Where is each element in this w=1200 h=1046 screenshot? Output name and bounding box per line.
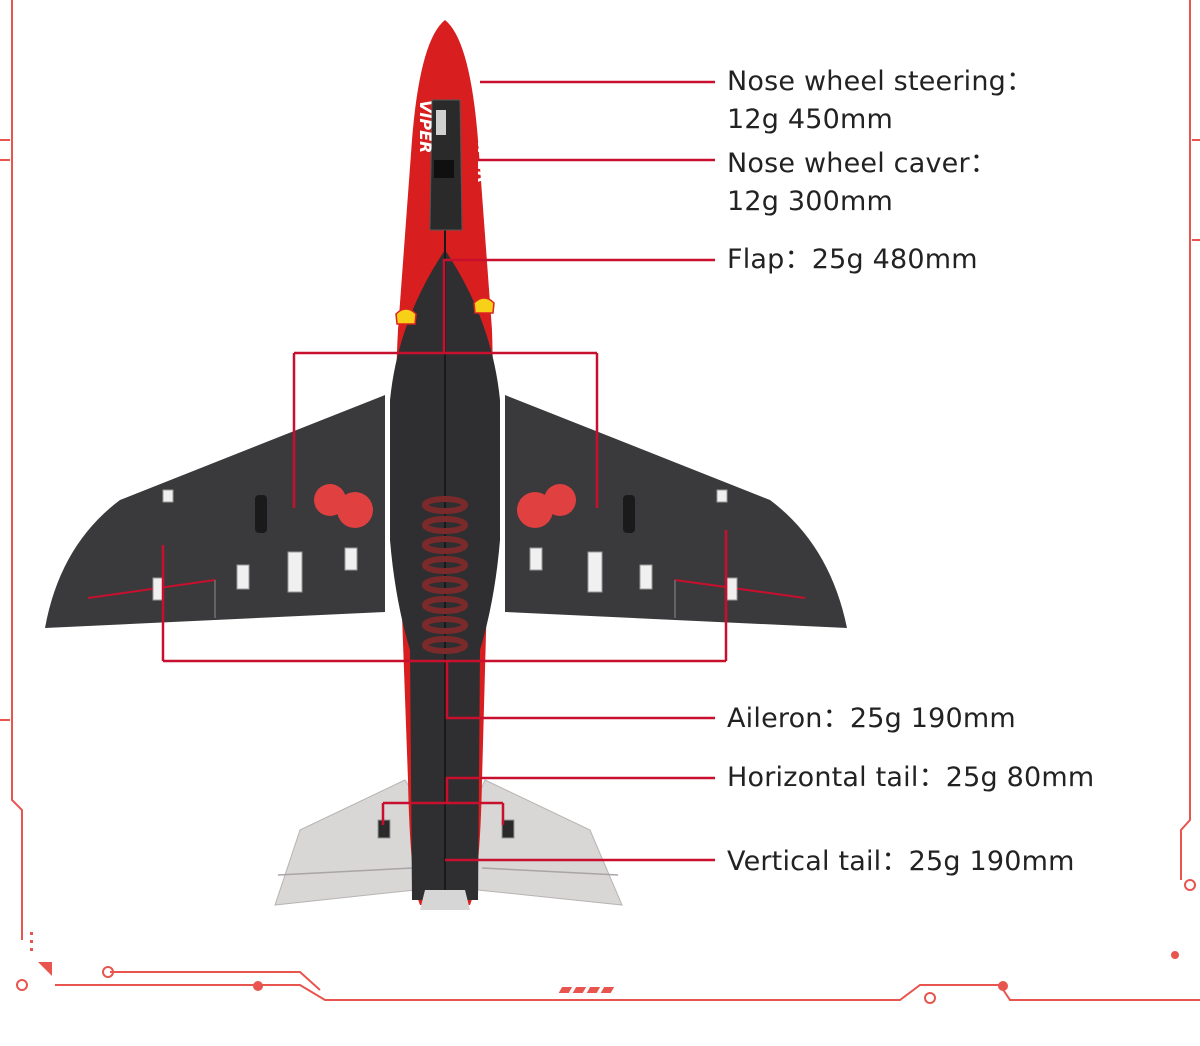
frame-dash-group [558,987,615,993]
frame-left-line [11,0,23,940]
callout-aileron: Aileron：25g 190mm [727,700,1016,738]
exhaust-rings [422,496,468,654]
frame-tick-right [1192,139,1200,241]
callout-nose-wheel-caver: Nose wheel caver： 12g 300mm [727,145,997,221]
frame-node [102,966,114,978]
callout-spec: 12g 300mm [727,186,894,217]
callout-horizontal-tail: Horizontal tail：25g 80mm [727,759,1094,797]
frame-bottom-inner [110,971,321,991]
viper-marking-right: VIPER [474,130,493,183]
frame-right-line [1180,0,1191,880]
callout-flap: Flap：25g 480mm [727,241,978,279]
callout-title: Flap：25g 480mm [727,244,978,275]
exhaust-nozzle [420,890,470,910]
leader-aileron [161,530,728,720]
right-tailplane [475,779,623,906]
shell-logo-icon [473,297,495,314]
callout-title: Nose wheel steering： [727,66,1034,97]
callout-title: Vertical tail：25g 190mm [727,846,1075,877]
left-tailplane [274,779,419,906]
callout-spec: 12g 450mm [727,104,894,135]
callout-title: Horizontal tail：25g 80mm [727,762,1095,793]
frame-bottom-line [55,984,1200,1001]
frame-accents [30,932,1179,993]
callout-title: Nose wheel caver： [727,148,997,179]
leader-lines [161,80,728,862]
frame-node [16,979,28,991]
circuit-frame [0,0,1200,1004]
callout-vertical-tail: Vertical tail：25g 190mm [727,843,1075,881]
callout-title: Aileron：25g 190mm [727,703,1016,734]
leader-horizontal-tail [381,776,715,825]
servo-hatches [152,489,738,839]
leader-flap [292,258,715,508]
shell-logo-icon [395,308,417,325]
callout-nose-wheel-steering: Nose wheel steering： 12g 450mm [727,63,1033,139]
frame-tick-left [0,139,10,721]
right-gear-pad [517,492,553,528]
aircraft: VIPER VIPER [45,20,847,910]
left-gear-pad [337,492,373,528]
frame-node [924,992,936,1004]
frame-node [1184,879,1196,891]
viper-marking-left: VIPER [416,100,435,153]
